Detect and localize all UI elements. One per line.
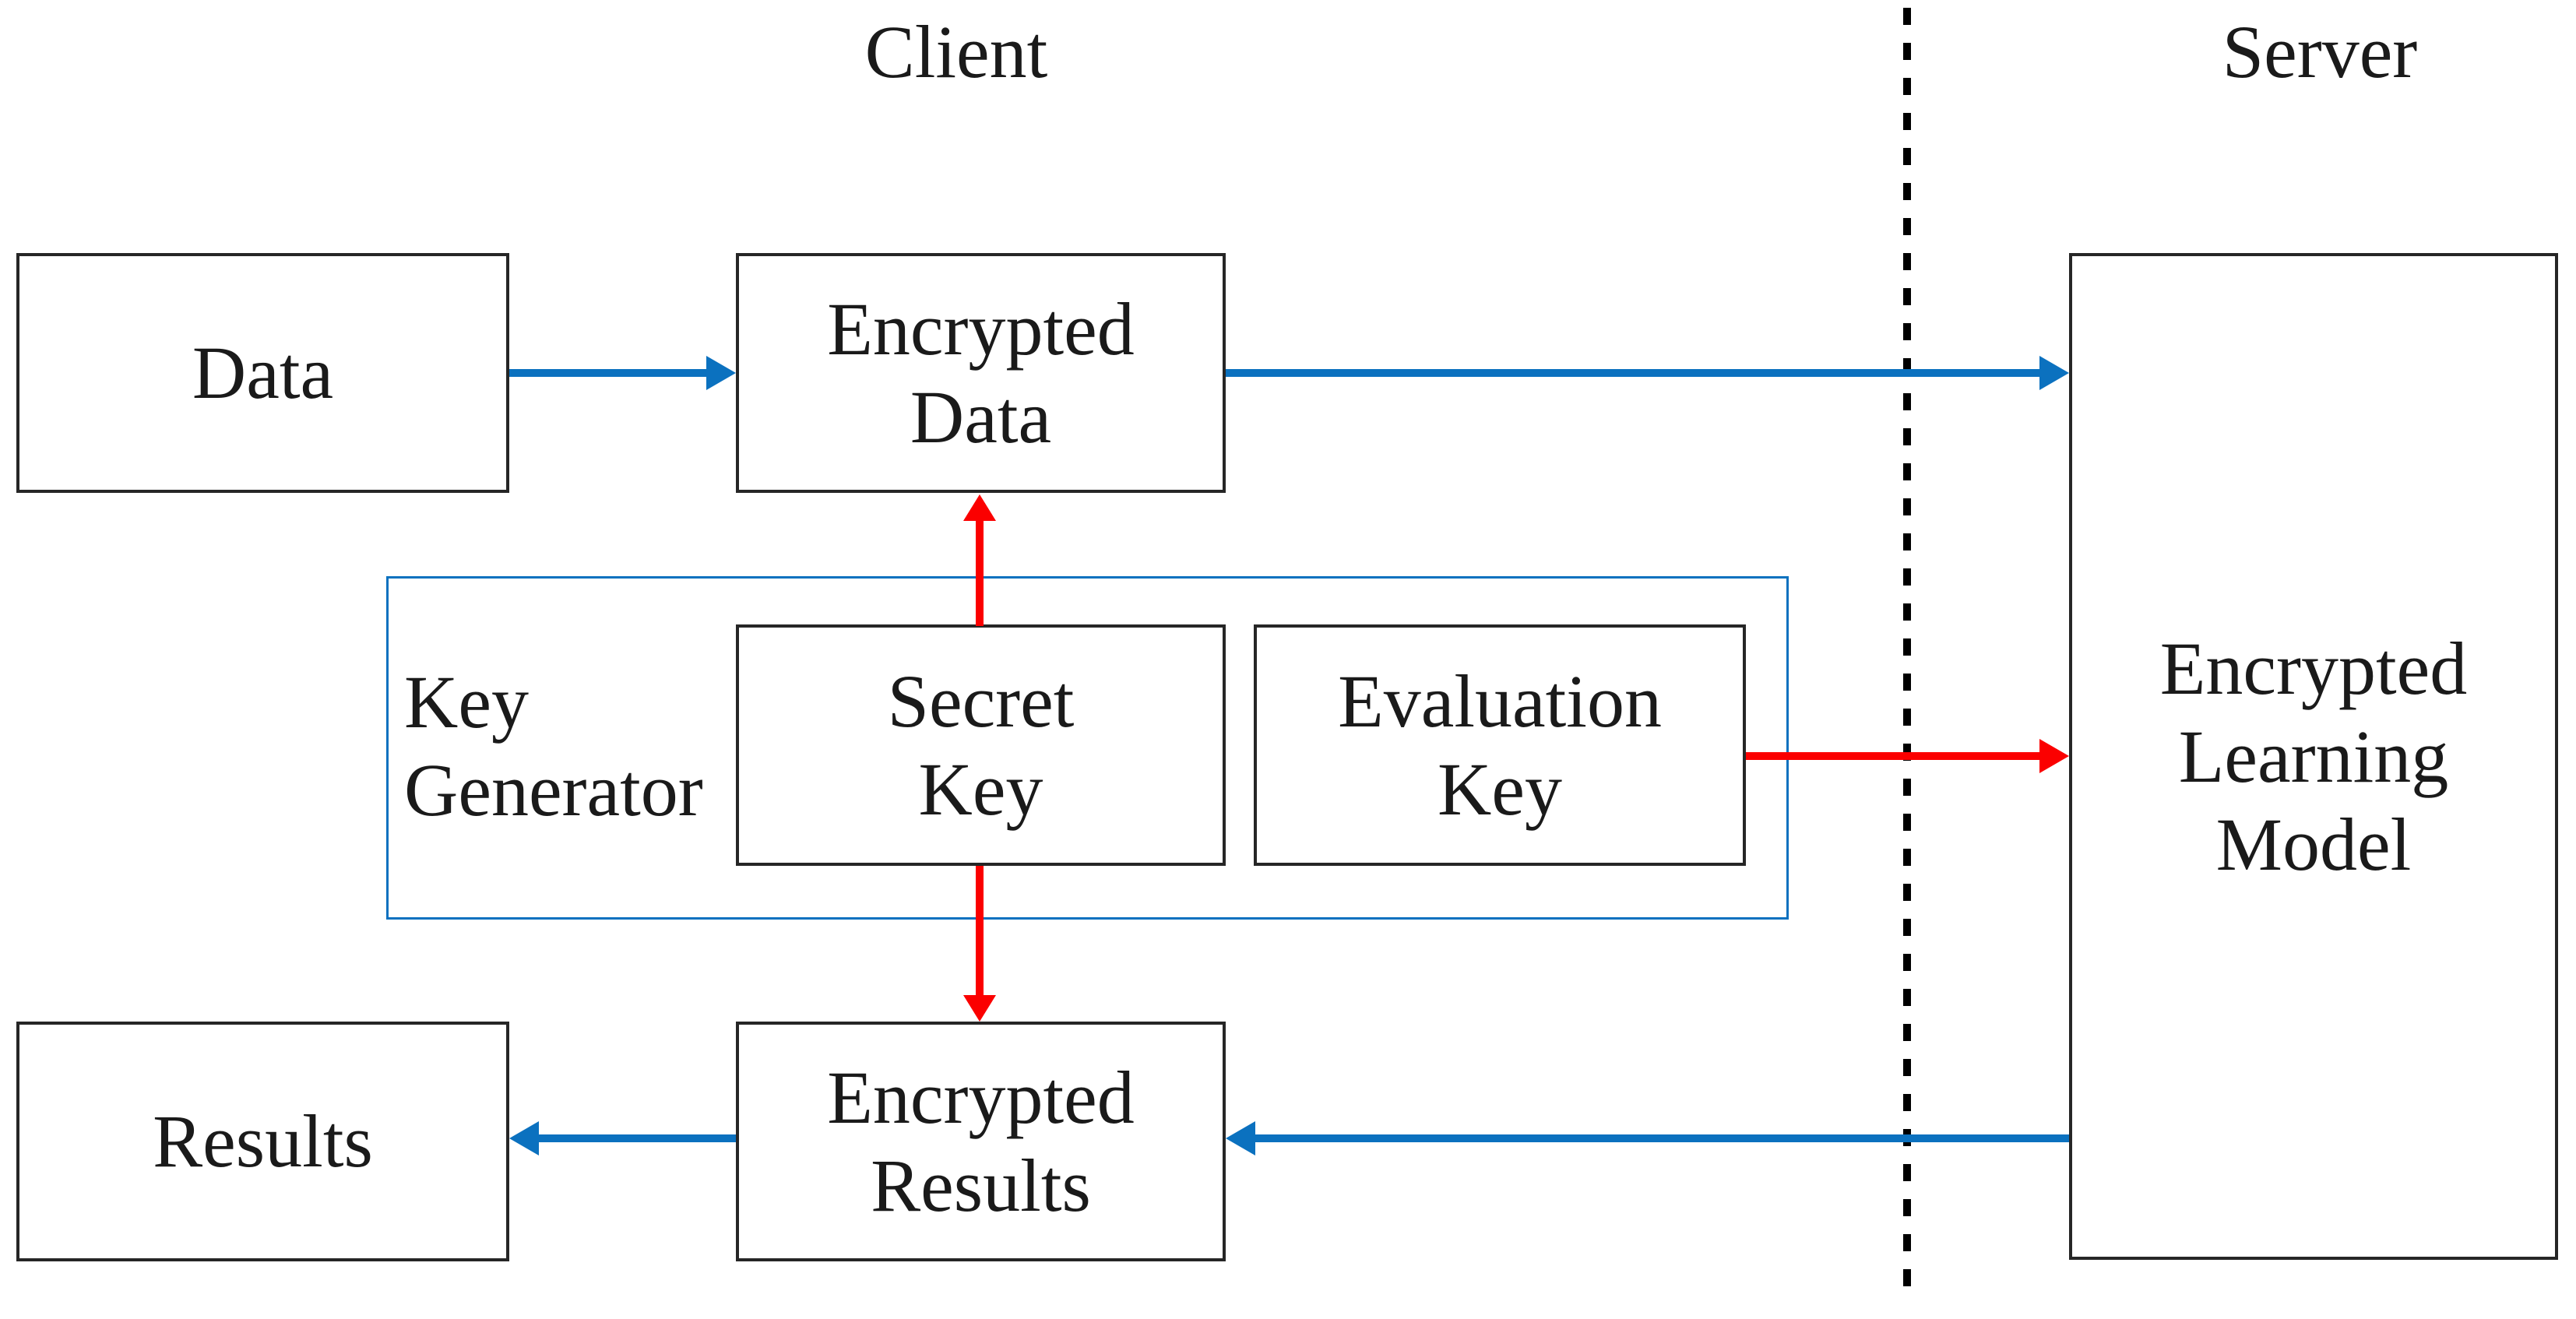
client-server-divider-dashed-line [1903,8,1911,1297]
encrypted-data-box: Encrypted Data [736,253,1226,493]
data-box: Data [16,253,509,493]
results-box: Results [16,1022,509,1261]
arrow-head-right [706,356,736,390]
evaluation-key-box: Evaluation Key [1254,624,1746,866]
key-generator-label: Key Generator [404,660,703,832]
key-generator-group-box [386,576,1789,920]
arrow-shaft [976,519,984,626]
arrow-shaft [1254,1134,2069,1142]
arrow-head-left [509,1121,539,1155]
client-region-label: Client [864,10,1048,93]
arrow-head-right [2039,739,2069,773]
encrypted-results-box: Encrypted Results [736,1022,1226,1261]
arrow-shaft [976,866,984,997]
encrypted-learning-model-box: Encrypted Learning Model [2069,253,2558,1260]
arrow-head-right [2039,356,2069,390]
arrow-shaft [537,1134,736,1142]
arrow-shaft [1746,752,2042,760]
arrow-head-left [1226,1121,1255,1155]
secret-key-box: Secret Key [736,624,1226,866]
arrow-shaft [1226,369,2042,377]
arrow-head-up [963,494,996,521]
arrow-head-down [963,995,996,1022]
arrow-shaft [509,369,709,377]
server-region-label: Server [2222,10,2418,93]
